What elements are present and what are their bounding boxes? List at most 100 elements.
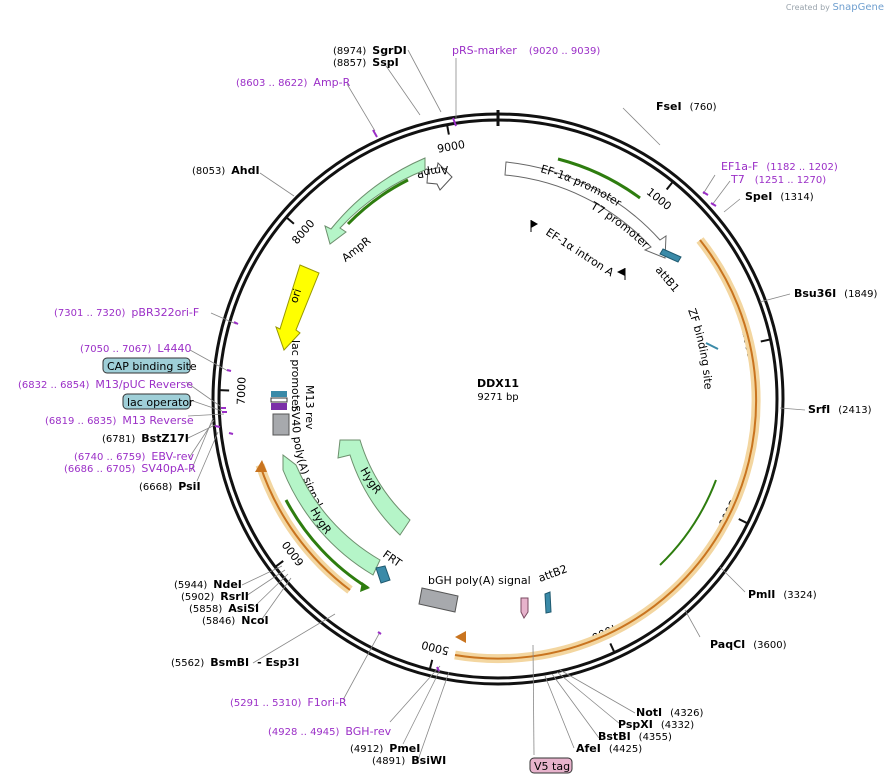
- site-noti[interactable]: NotI(4326): [636, 706, 703, 719]
- bgh-polya-marker[interactable]: [418, 587, 459, 613]
- primer-sv40pa-r[interactable]: (6686 .. 6705)SV40pA-R: [64, 462, 196, 475]
- leader-lines: [185, 49, 806, 761]
- tick-label-1000: 1000: [644, 185, 674, 213]
- zf-orf-band[interactable]: [454, 237, 761, 664]
- boxed-labels: CAP binding site lac operator V5 tag: [102, 357, 573, 774]
- site-pmli[interactable]: PmlI(3324): [748, 588, 817, 601]
- frt-marker[interactable]: [375, 565, 391, 584]
- site-rsrii[interactable]: (5902)RsrII: [181, 590, 249, 603]
- ori-arrow[interactable]: [275, 264, 320, 351]
- plasmid-name: DDX11: [477, 377, 519, 390]
- left-orf-head: [255, 460, 267, 472]
- lac-promoter-label: lac promoter: [289, 340, 302, 411]
- zf-orf-line: [454, 239, 758, 660]
- zf-orf-head: [455, 631, 466, 643]
- site-psii[interactable]: (6668)PsiI: [139, 480, 201, 493]
- tick-3000: [738, 518, 749, 525]
- site-ncoi[interactable]: (5846)NcoI: [202, 614, 269, 627]
- site-paqci[interactable]: PaqCI(3600): [710, 638, 787, 651]
- features: AmpR promoter AmpR ori EF-1α promoter T7…: [0, 0, 761, 664]
- tick-label-7000: 7000: [235, 377, 249, 405]
- primer-bgh-rev[interactable]: (4928 .. 4945)BGH-rev: [268, 725, 392, 738]
- hygr-arrow-2[interactable]: [282, 453, 381, 576]
- site-afei[interactable]: AfeI(4425): [576, 742, 642, 755]
- plasmid-length: 9271 bp: [477, 392, 518, 403]
- ampr-promoter-arrow[interactable]: [426, 161, 453, 191]
- ef1a-intron-start-flag: [531, 220, 538, 228]
- site-spei[interactable]: SpeI(1314): [745, 190, 814, 203]
- attb2-label: attB2: [537, 562, 570, 584]
- primer-ef1a-f[interactable]: EF1a-F(1182 .. 1202): [721, 160, 838, 173]
- m13-rev-marker[interactable]: [271, 403, 287, 410]
- tick-label-8000: 8000: [289, 217, 317, 247]
- primer-m13-puc-reverse[interactable]: (6832 .. 6854)M13/pUC Reverse: [18, 378, 193, 391]
- tick-1000: [665, 181, 674, 191]
- site-pmei[interactable]: (4912)PmeI: [350, 742, 420, 755]
- cap-site-marker[interactable]: [271, 391, 287, 397]
- restriction-sites: (8974)SgrDI (8857)SspI (8053)AhdI FseI(7…: [102, 44, 878, 767]
- site-asisi[interactable]: (5858)AsiSI: [189, 602, 259, 615]
- credit-brand: SnapGene: [832, 2, 884, 13]
- ampr-label: AmpR: [339, 234, 373, 265]
- ef1a-promoter-label: EF-1α promoter: [539, 162, 624, 209]
- ef1a-intron-end-flag: [617, 268, 625, 276]
- tick-6000: [274, 560, 284, 568]
- site-srfi[interactable]: SrfI(2413): [808, 403, 872, 416]
- primer-ebv-rev[interactable]: (6740 .. 6759)EBV-rev: [74, 450, 194, 463]
- v5-tag-marker[interactable]: [520, 597, 529, 619]
- tick-5000: [428, 659, 434, 670]
- zf-binding-label: ZF binding site: [685, 307, 715, 391]
- bgh-label: bGH poly(A) signal: [428, 574, 531, 587]
- primer-l4440[interactable]: (7050 .. 7067)L4440: [80, 342, 192, 355]
- primer-pbr322ori-f[interactable]: (7301 .. 7320)pBR322ori-F: [54, 306, 199, 319]
- ampr-promoter-label: AmpR promoter: [0, 0, 449, 181]
- site-sspi[interactable]: (8857)SspI: [333, 56, 399, 69]
- site-ahdi[interactable]: (8053)AhdI: [192, 164, 260, 177]
- v5-tag-label: V5 tag: [534, 760, 570, 773]
- snapgene-credit: Created by SnapGene: [786, 2, 884, 13]
- lac-promoter-marker[interactable]: [270, 397, 288, 403]
- m13-rev-label: M13 rev: [303, 385, 316, 430]
- primer-amp-r[interactable]: (8603 .. 8622)Amp-R: [236, 76, 351, 89]
- ef1a-promoter-arrow[interactable]: [504, 161, 667, 259]
- site-bsiwi[interactable]: (4891)BsiWI: [372, 754, 446, 767]
- primer-markers: [214, 117, 717, 672]
- tick-2000: [760, 338, 771, 343]
- attb1-label: attB1: [653, 264, 682, 295]
- site-sgrdi[interactable]: (8974)SgrDI: [333, 44, 407, 57]
- cap-box-label: CAP binding site: [107, 360, 197, 373]
- zf-inner-orf: [659, 479, 717, 566]
- v5-tag-box[interactable]: [529, 757, 573, 774]
- site-bstz17i[interactable]: (6781)BstZ17I: [102, 432, 189, 445]
- primer-prs-marker[interactable]: pRS-marker(9020 .. 9039): [452, 44, 600, 57]
- ef1a-intron-label: EF-1α intron A: [543, 226, 616, 280]
- ori-label: ori: [287, 287, 304, 305]
- tick-9000: [446, 124, 450, 135]
- hygr-arrow-1[interactable]: [337, 439, 411, 536]
- ef1a-promoter-orf: [557, 157, 641, 200]
- lac-operator-label: lac operator: [127, 396, 194, 409]
- sv40-polya-marker[interactable]: [272, 413, 290, 436]
- site-fsei[interactable]: FseI(760): [656, 100, 717, 113]
- tick-label-9000: 9000: [436, 138, 466, 156]
- primer-f1ori-r[interactable]: (5291 .. 5310)F1ori-R: [230, 696, 347, 709]
- site-bstbi[interactable]: BstBI(4355): [598, 730, 672, 743]
- attb1-marker[interactable]: [659, 248, 682, 263]
- site-pspxi[interactable]: PspXI(4332): [618, 718, 694, 731]
- primer-t7[interactable]: T7(1251 .. 1270): [730, 173, 826, 186]
- left-inner-orf-head: [360, 582, 370, 592]
- primer-m13-reverse[interactable]: (6819 .. 6835)M13 Reverse: [45, 414, 194, 427]
- ampr-arrow[interactable]: [324, 157, 426, 245]
- site-ndei[interactable]: (5944)NdeI: [174, 578, 242, 591]
- left-orf-line: [259, 464, 351, 591]
- cap-box[interactable]: [102, 357, 191, 374]
- left-inner-orf: [284, 499, 369, 590]
- site-bsmbi[interactable]: (5562)BsmBI- Esp3I: [171, 656, 299, 669]
- zf-binding-marker: [705, 342, 719, 350]
- tick-8000: [285, 216, 295, 225]
- ampr-orf: [346, 178, 409, 226]
- attb2-marker[interactable]: [544, 591, 552, 614]
- lac-operator-box[interactable]: [122, 393, 191, 410]
- site-bsu36i[interactable]: Bsu36I(1849): [794, 287, 878, 300]
